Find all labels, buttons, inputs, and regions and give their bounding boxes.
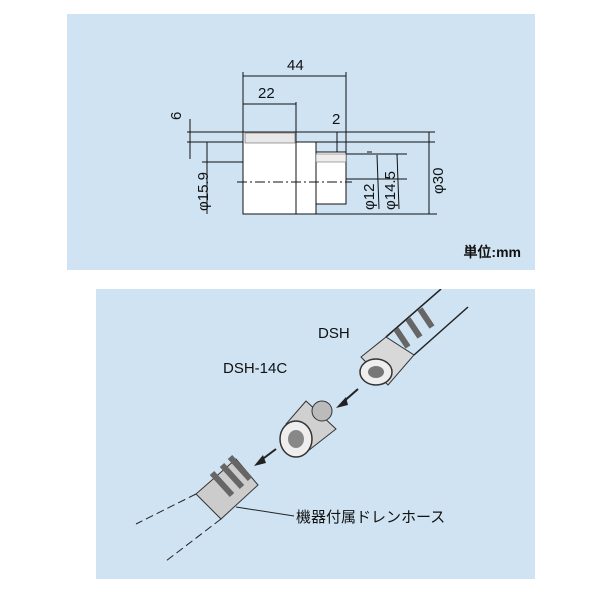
dsh-hose xyxy=(359,289,469,386)
dim-diameter-14-5: φ14.5 xyxy=(382,171,399,210)
insert-arrow-2 xyxy=(254,448,277,466)
dim-wall: 6 xyxy=(168,112,185,120)
label-dsh-14c: DSH-14C xyxy=(223,360,287,377)
unit-label: 単位:mm xyxy=(463,244,521,260)
drain-hose xyxy=(135,454,295,562)
assembly-illustration-panel: DSH DSH-14C 機器付属ドレンホース xyxy=(96,289,535,579)
dim-diameter-30: φ30 xyxy=(430,168,447,194)
dimension-drawing: 44 22 2 6 φ15.9 φ12 φ14.5 φ30 xyxy=(168,57,447,215)
dim-diameter-12: φ12 xyxy=(361,184,378,210)
dimension-drawing-panel: 44 22 2 6 φ15.9 φ12 φ14.5 φ30 単位:mm xyxy=(67,14,535,270)
assembly-illustration: DSH DSH-14C 機器付属ドレンホース xyxy=(135,289,469,562)
label-drain-hose: 機器付属ドレンホース xyxy=(296,509,445,526)
dim-step: 2 xyxy=(332,111,340,128)
dim-body-length: 22 xyxy=(258,85,275,102)
insert-arrow-1 xyxy=(336,388,359,408)
dim-diameter-15-9: φ15.9 xyxy=(195,172,212,211)
label-dsh: DSH xyxy=(318,325,350,342)
dim-overall-length: 44 xyxy=(287,57,304,74)
dsh-14c-adapter xyxy=(279,400,337,458)
